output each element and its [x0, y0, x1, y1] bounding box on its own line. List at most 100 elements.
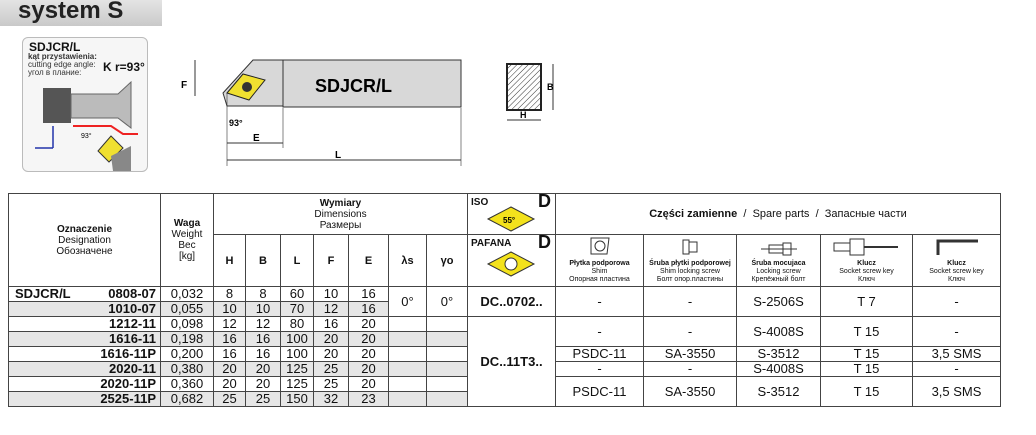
dim-col-H: H	[213, 234, 246, 287]
spare-part-cell: -	[912, 286, 1001, 317]
dim-E-cell: 23	[348, 391, 389, 407]
spare-part-cell: 3,5 SMS	[912, 376, 1001, 407]
spare-part-cell: T 15	[820, 346, 913, 362]
dim-L-cell: 150	[280, 391, 314, 407]
dim-L-cell: 60	[280, 286, 314, 302]
designation-cell: 1616-11	[8, 331, 161, 347]
spare-part-cell: PSDC-11	[555, 346, 644, 362]
spare-part-cell: T 15	[820, 316, 913, 347]
tool-info-card: SDJCR/L kąt przystawienia: cutting edge …	[22, 37, 148, 172]
dim-F-cell: 25	[313, 376, 349, 392]
dim-E-cell: 16	[348, 286, 389, 302]
card-code: SDJCR/L	[29, 40, 81, 54]
gamma-cell	[426, 361, 468, 377]
dim-F-cell: 20	[313, 331, 349, 347]
dim-E-cell: 20	[348, 361, 389, 377]
dim-E-cell: 20	[348, 331, 389, 347]
gamma-cell	[426, 376, 468, 392]
dim-H-cell: 25	[213, 391, 246, 407]
shim-icon	[588, 237, 612, 259]
dim-E: E	[253, 133, 260, 144]
dim-H-cell: 12	[213, 316, 246, 332]
spare-part-cell: -	[555, 286, 644, 317]
insert-55-icon: 55°	[486, 206, 536, 232]
spare-part-cell: -	[555, 361, 644, 377]
lambda-cell	[388, 346, 427, 362]
locking-screw-icon	[759, 242, 799, 259]
dim-H-cell: 10	[213, 301, 246, 317]
designation-cell: 2525-11P	[8, 391, 161, 407]
dim-col-λs: λs	[388, 234, 427, 287]
dim-L: L	[335, 150, 341, 161]
spare-part-cell: SA-3550	[643, 376, 737, 407]
designation-cell: 1010-07	[8, 301, 161, 317]
spare-part-cell: -	[643, 316, 737, 347]
angle-label-en: cutting edge angle:	[28, 60, 96, 69]
designation-cell: 2020-11	[8, 361, 161, 377]
dim-L-cell: 100	[280, 331, 314, 347]
spare-part-cell: S-3512	[736, 346, 821, 362]
dim-L-cell: 100	[280, 346, 314, 362]
gamma-cell	[426, 346, 468, 362]
dim-B-cell: 8	[245, 286, 281, 302]
lambda-cell: 0°	[388, 286, 427, 317]
designation-cell: 1616-11P	[8, 346, 161, 362]
dim-E-cell: 20	[348, 376, 389, 392]
dim-L-cell: 70	[280, 301, 314, 317]
dim-F-cell: 32	[313, 391, 349, 407]
weight-cell: 0,032	[160, 286, 214, 302]
dim-F: F	[181, 80, 187, 91]
dim-B-cell: 20	[245, 361, 281, 377]
spare-part-cell: -	[643, 286, 737, 317]
spare-parts-title: Części zamienne / Spare parts / Запасные…	[555, 193, 1001, 235]
dim-H-cell: 20	[213, 376, 246, 392]
designation-cell: 2020-11P	[8, 376, 161, 392]
dim-B: B	[547, 82, 554, 92]
gamma-cell: 0°	[426, 286, 468, 317]
dim-F-cell: 25	[313, 361, 349, 377]
spare-part-cell: -	[643, 361, 737, 377]
dim-col-F: F	[313, 234, 349, 287]
dim-F-cell: 12	[313, 301, 349, 317]
spare-part-cell: S-4008S	[736, 316, 821, 347]
tool-section-drawing: B H	[506, 63, 554, 121]
lambda-cell	[388, 361, 427, 377]
spare-part-cell: S-4008S	[736, 361, 821, 377]
dim-H-cell: 16	[213, 331, 246, 347]
dim-F-cell: 20	[313, 346, 349, 362]
iso-insert-header: ISO D 55°	[467, 193, 556, 235]
pafana-insert-header: PAFANA D	[467, 234, 556, 287]
dim-L-cell: 80	[280, 316, 314, 332]
shim-screw-icon	[675, 239, 705, 259]
weight-cell: 0,682	[160, 391, 214, 407]
tool-holder-illustration: 93°	[35, 80, 138, 171]
dim-E-cell: 16	[348, 301, 389, 317]
section-title-bar: system S	[0, 0, 162, 26]
angle-label-ru: угол в плание:	[28, 68, 82, 77]
gamma-cell	[426, 331, 468, 347]
designation-cell: 1212-11	[8, 316, 161, 332]
angle-93: 93°	[229, 118, 243, 128]
dim-F-cell: 10	[313, 286, 349, 302]
weight-cell: 0,360	[160, 376, 214, 392]
lambda-cell	[388, 331, 427, 347]
gamma-cell	[426, 316, 468, 332]
weight-cell: 0,198	[160, 331, 214, 347]
dim-E-cell: 20	[348, 316, 389, 332]
spare-part-cell: S-2506S	[736, 286, 821, 317]
dim-B-cell: 12	[245, 316, 281, 332]
